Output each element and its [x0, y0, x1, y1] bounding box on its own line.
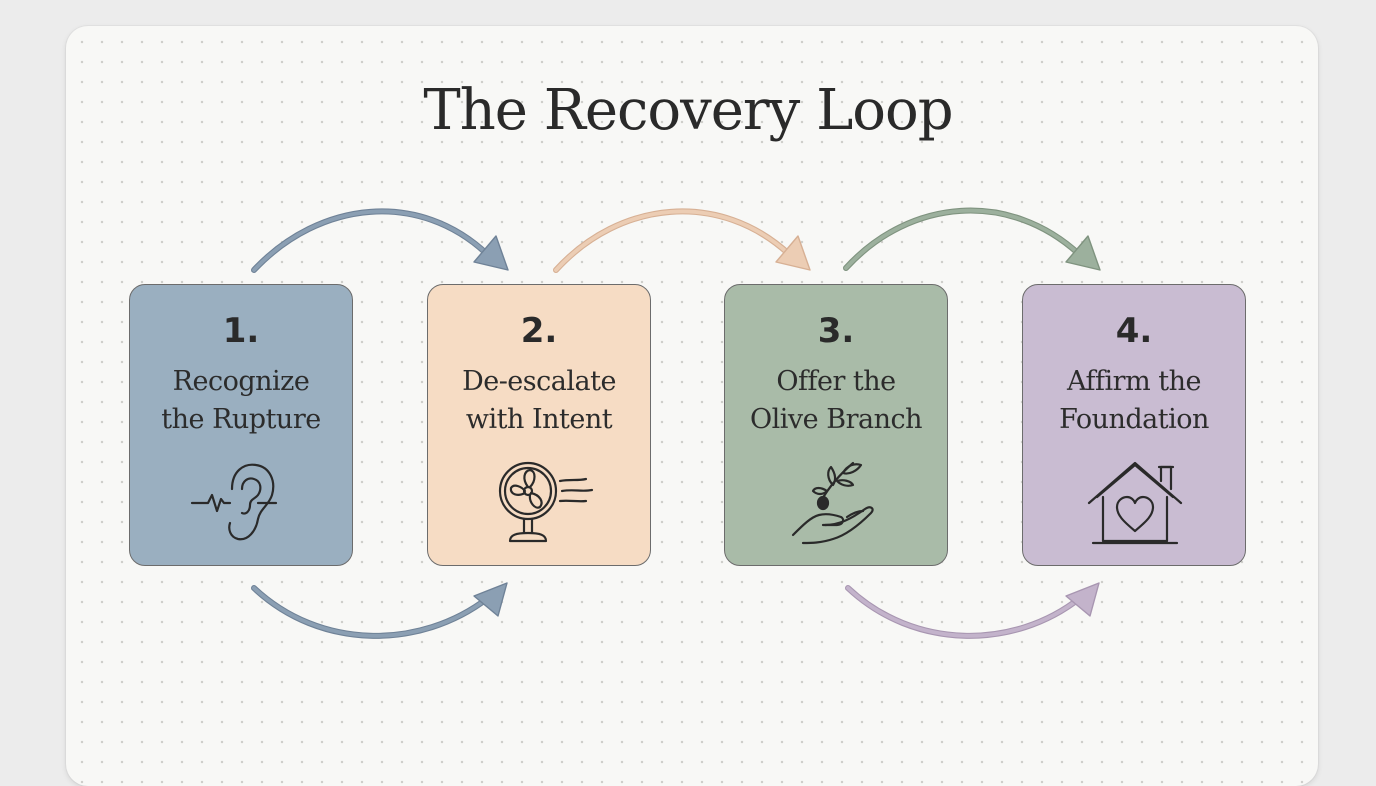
- step-number: 1.: [222, 311, 260, 351]
- step-number: 3.: [817, 311, 855, 351]
- fan-icon: [498, 461, 594, 543]
- step-card-2: 2. De-escalate with Intent: [427, 284, 651, 566]
- step-number: 4.: [1115, 311, 1153, 351]
- step-label: Recognize the Rupture: [161, 366, 321, 435]
- olive-branch-hand-icon: [791, 461, 874, 545]
- step-card-3: 3. Offer the Olive Branch: [724, 284, 948, 566]
- step-label: Offer the Olive Branch: [750, 366, 922, 435]
- house-heart-icon: [1087, 461, 1183, 545]
- step-card-4: 4. Affirm the Foundation: [1022, 284, 1246, 566]
- step-card-1: 1. Recognize the Rupture: [129, 284, 353, 566]
- step-label: Affirm the Foundation: [1059, 366, 1209, 435]
- step-label: De-escalate with Intent: [462, 366, 616, 435]
- page-title: The Recovery Loop: [423, 78, 953, 143]
- ear-icon: [190, 463, 278, 541]
- step-number: 2.: [520, 311, 558, 351]
